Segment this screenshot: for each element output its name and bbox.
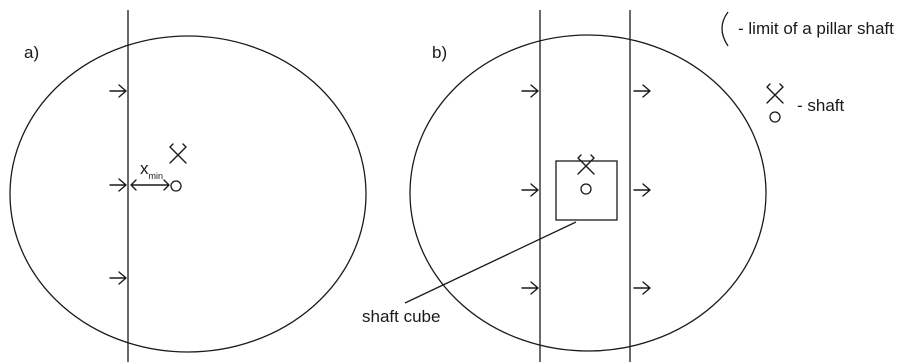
arrow-a-top	[109, 84, 127, 98]
shaft-cube-leader-line	[404, 221, 577, 304]
xmin-label: xmin	[140, 159, 163, 181]
legend-limit-text: - limit of a pillar shaft	[738, 19, 894, 38]
panel-a: a) xmin	[9, 10, 367, 362]
shaft-icon-b	[577, 154, 595, 195]
xmin-dimension-arrow	[130, 179, 170, 191]
pillar-circle-b	[409, 34, 767, 352]
arrow-b-left-middle	[521, 183, 539, 197]
panel-a-label: a)	[24, 43, 39, 62]
pillar-circle-a	[9, 35, 367, 353]
arrow-a-bottom	[109, 271, 127, 285]
arrow-b-right-top	[633, 84, 651, 98]
arrow-a-middle	[109, 178, 127, 192]
arrow-b-right-middle	[633, 183, 651, 197]
shaft-cube-box	[555, 160, 618, 221]
arrow-b-left-bottom	[521, 281, 539, 295]
shaft-legend-icon	[766, 83, 784, 123]
limit-line-legend-icon	[721, 11, 729, 47]
panel-b: b) shaft cube	[362, 10, 767, 362]
legend: - limit of a pillar shaft - shaft	[721, 11, 894, 123]
shaft-icon-a	[169, 143, 187, 192]
legend-shaft-text: - shaft	[797, 96, 845, 115]
panel-b-label: b)	[432, 43, 447, 62]
shaft-cube-label: shaft cube	[362, 307, 440, 326]
arrow-b-right-bottom	[633, 281, 651, 295]
arrow-b-left-top	[521, 84, 539, 98]
